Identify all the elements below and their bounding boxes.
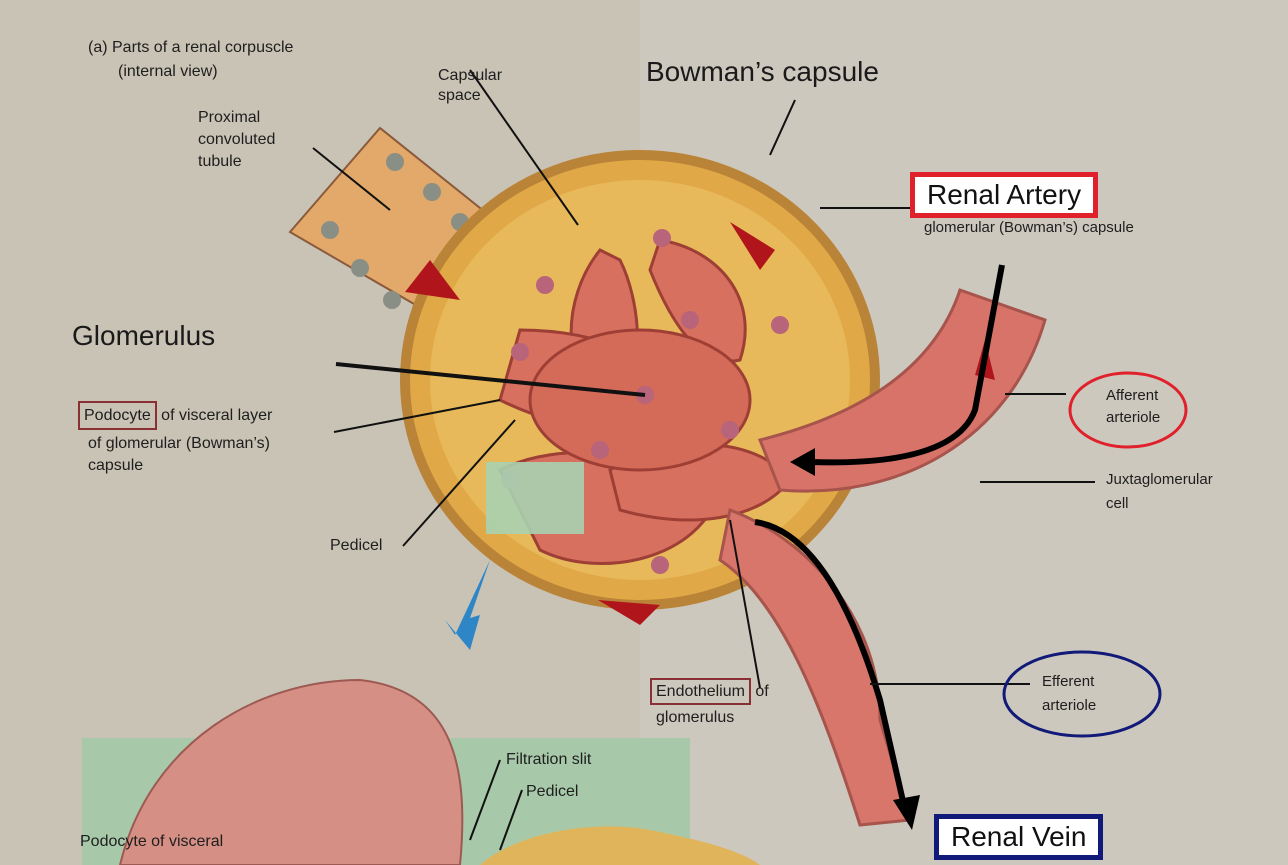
- panel-title-line1: (a) Parts of a renal corpuscle: [88, 38, 293, 58]
- juxtaglomerular-label-1: Juxtaglomerular: [1106, 470, 1213, 490]
- capsular-space-label-2: space: [438, 86, 481, 106]
- renal-vein-callout: Renal Vein: [934, 814, 1103, 860]
- proximal-label-2: convoluted: [198, 130, 275, 150]
- glomerulus-label: Glomerulus: [72, 320, 215, 352]
- juxtaglomerular-label-2: cell: [1106, 494, 1129, 514]
- filtration-slit-label: Filtration slit: [506, 750, 591, 770]
- efferent-label-1: Efferent: [1042, 672, 1094, 692]
- endothelium-label-line1: Endothelium of: [650, 682, 769, 702]
- afferent-label-2: arteriole: [1106, 408, 1160, 428]
- podocyte-word: Podocyte: [78, 401, 157, 430]
- afferent-label-1: Afferent: [1106, 386, 1158, 406]
- pedicel-label: Pedicel: [330, 536, 382, 556]
- efferent-label-2: arteriole: [1042, 696, 1096, 716]
- renal-artery-callout: Renal Artery: [910, 172, 1098, 218]
- podocyte-label-line2: of glomerular (Bowman’s): [88, 434, 270, 454]
- filtration-highlight: [486, 462, 584, 534]
- pedicel-lower-label: Pedicel: [526, 782, 578, 802]
- capsular-space-label-1: Capsular: [438, 66, 502, 86]
- podocyte-lower-label: Podocyte of visceral: [80, 832, 223, 852]
- podocyte-label-line1: Podocyte of visceral layer: [78, 406, 272, 426]
- podocyte-rest: of visceral layer: [157, 407, 273, 424]
- proximal-label-3: tubule: [198, 152, 242, 172]
- endothelium-word: Endothelium: [650, 678, 751, 705]
- podocyte-label-line3: capsule: [88, 456, 143, 476]
- endothelium-rest: of: [751, 683, 769, 700]
- panel-title-line2: (internal view): [118, 62, 218, 82]
- bowmans-capsule-label: Bowman’s capsule: [646, 56, 879, 88]
- glomerular-capsule-label: glomerular (Bowman’s) capsule: [924, 218, 1134, 238]
- blue-arrow: [445, 560, 490, 650]
- proximal-label-1: Proximal: [198, 108, 260, 128]
- endothelium-label-line2: glomerulus: [656, 708, 734, 728]
